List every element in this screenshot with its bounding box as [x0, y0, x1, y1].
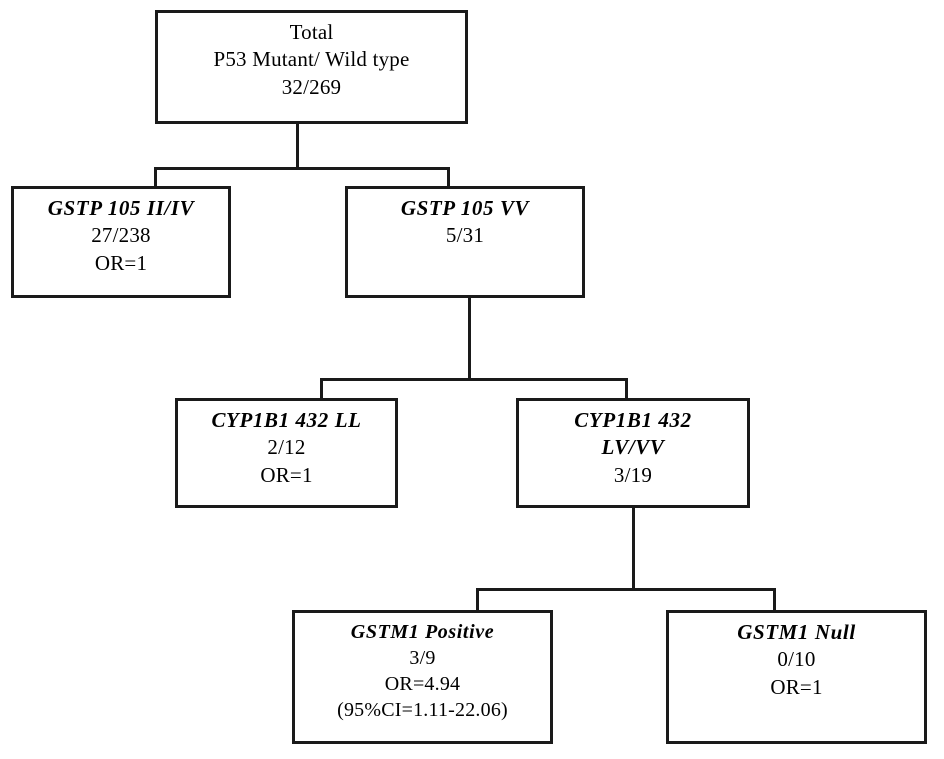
node-gstm1-positive: GSTM1 Positive 3/9 OR=4.94 (95%CI=1.11-2… [292, 610, 553, 744]
connector-row3-bar [320, 378, 628, 381]
node-total-line-1: Total [289, 20, 334, 44]
node-total: Total P53 Mutant/ Wild type 32/269 [155, 10, 468, 124]
node-cyp1b1-432-lv-vv-line-3: 3/19 [613, 462, 653, 487]
node-cyp1b1-432-ll-line-3: OR=1 [260, 462, 313, 487]
connector-row2-bar [154, 167, 450, 170]
node-gstm1-null-line-2: 0/10 [777, 647, 816, 672]
node-cyp1b1-432-ll: CYP1B1 432 LL 2/12 OR=1 [175, 398, 398, 508]
node-cyp1b1-432-ll-line-2: 2/12 [267, 435, 306, 460]
node-gstp-105-ii-iv-line-3: OR=1 [94, 250, 148, 275]
node-gstm1-positive-line-1: GSTM1 Positive [350, 621, 495, 643]
node-cyp1b1-432-lv-vv: CYP1B1 432 LV/VV 3/19 [516, 398, 750, 508]
node-cyp1b1-432-lv-vv-line-1: CYP1B1 432 [574, 408, 692, 432]
node-gstp-105-vv-line-2: 5/31 [445, 223, 485, 248]
node-total-line-3: 32/269 [281, 74, 342, 99]
node-cyp1b1-432-ll-line-1: CYP1B1 432 LL [211, 408, 362, 432]
node-gstm1-null-line-3: OR=1 [770, 674, 823, 699]
connector-row4-drop-right [773, 588, 776, 610]
connector-row2-drop-right [447, 167, 450, 186]
node-gstp-105-ii-iv-line-2: 27/238 [91, 223, 151, 248]
connector-cyp-lv-vv-stem [632, 508, 635, 590]
connector-gstp-vv-stem [468, 298, 471, 380]
node-gstp-105-ii-iv: GSTP 105 II/IV 27/238 OR=1 [11, 186, 231, 298]
connector-row3-drop-right [625, 378, 628, 398]
node-cyp1b1-432-lv-vv-line-2: LV/VV [601, 435, 665, 460]
node-gstm1-null: GSTM1 Null 0/10 OR=1 [666, 610, 927, 744]
node-total-line-2: P53 Mutant/ Wild type [213, 47, 410, 72]
connector-total-stem [296, 124, 299, 170]
node-gstp-105-vv: GSTP 105 VV 5/31 [345, 186, 585, 298]
node-gstm1-positive-line-4: (95%CI=1.11-22.06) [337, 699, 508, 721]
node-gstm1-null-line-1: GSTM1 Null [737, 620, 856, 644]
node-gstm1-positive-line-3: OR=4.94 [384, 673, 461, 695]
node-gstp-105-ii-iv-line-1: GSTP 105 II/IV [47, 196, 195, 220]
connector-row4-drop-left [476, 588, 479, 610]
connector-row3-drop-left [320, 378, 323, 398]
node-gstm1-positive-line-2: 3/9 [409, 647, 436, 669]
connector-row2-drop-left [154, 167, 157, 186]
connector-row4-bar [476, 588, 776, 591]
node-gstp-105-vv-line-1: GSTP 105 VV [400, 196, 530, 220]
